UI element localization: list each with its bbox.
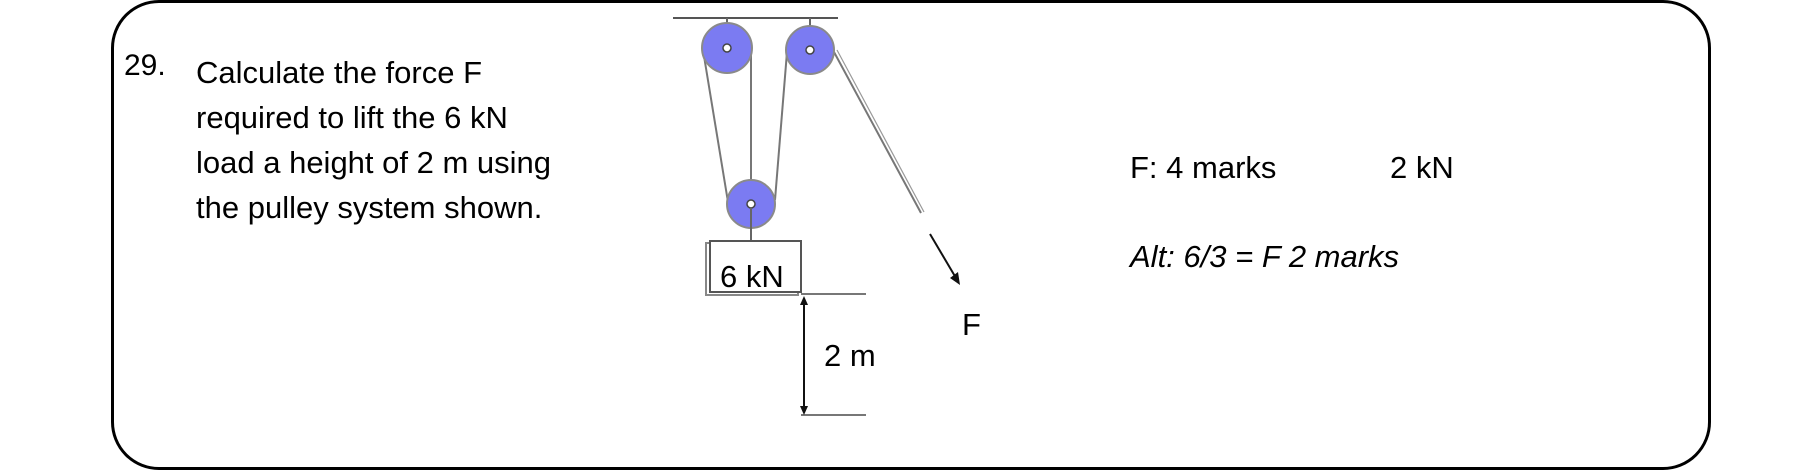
question-number: 29. [124, 49, 166, 82]
top-right-pulley-axle [805, 45, 815, 55]
rope-segment-4 [833, 51, 922, 214]
question-line-1: Calculate the force F [196, 55, 483, 90]
height-label: 2 m [824, 338, 876, 373]
top-left-pulley-axle [722, 43, 732, 53]
marks-label: F: 4 marks [1130, 150, 1277, 185]
rope-segment-1 [702, 49, 729, 203]
rope-segment-5 [836, 49, 925, 213]
question-line-2: required to lift the 6 kN [196, 100, 508, 135]
force-arrow-head [950, 272, 960, 285]
movable-pulley-axle [746, 199, 756, 209]
alternative-method: Alt: 6/3 = F 2 marks [1130, 239, 1400, 274]
force-arrow-line [929, 233, 957, 279]
pulley-diagram [673, 17, 960, 416]
question-line-3: load a height of 2 m using [196, 145, 552, 180]
load-label: 6 kN [720, 259, 784, 294]
force-label: F [962, 307, 981, 342]
height-arrow-top [800, 296, 808, 305]
rope-segment-3 [774, 51, 788, 201]
question-card [111, 0, 1711, 470]
load-box [709, 240, 802, 293]
answer-result: 2 kN [1390, 150, 1454, 185]
question-line-4: the pulley system shown. [196, 190, 543, 225]
height-arrow-bottom [800, 406, 808, 415]
question-text: Calculate the force F required to lift t… [196, 50, 551, 230]
